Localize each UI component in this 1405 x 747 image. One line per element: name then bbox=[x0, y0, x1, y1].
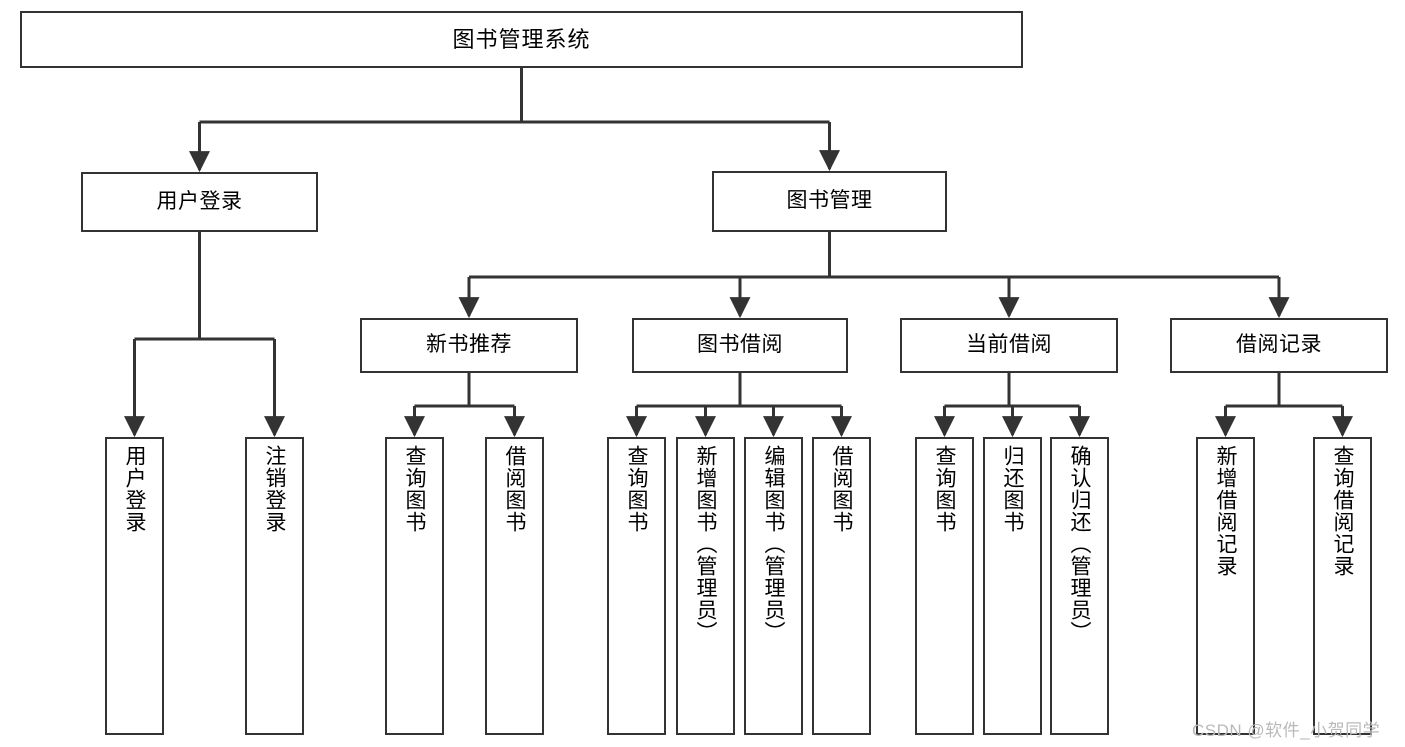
node-label-borrow_record: 借阅记录 bbox=[1236, 333, 1322, 357]
node-label-leaf_q_book_2: 查询图书 bbox=[625, 445, 648, 533]
node-leaf_edit_book[interactable]: 编辑图书（管理员） bbox=[744, 437, 803, 735]
node-leaf_add_book[interactable]: 新增图书（管理员） bbox=[676, 437, 735, 735]
node-leaf_q_book_3[interactable]: 查询图书 bbox=[915, 437, 974, 735]
node-borrow_record[interactable]: 借阅记录 bbox=[1170, 318, 1388, 373]
node-label-root: 图书管理系统 bbox=[452, 26, 591, 52]
node-leaf_confirm[interactable]: 确认归还（管理员） bbox=[1050, 437, 1109, 735]
node-leaf_user_login[interactable]: 用户登录 bbox=[105, 437, 164, 735]
node-label-leaf_borrow_2: 借阅图书 bbox=[830, 445, 853, 533]
node-label-user_login: 用户登录 bbox=[156, 189, 243, 213]
node-leaf_logout[interactable]: 注销登录 bbox=[245, 437, 304, 735]
node-leaf_return[interactable]: 归还图书 bbox=[983, 437, 1042, 735]
node-leaf_q_book_2[interactable]: 查询图书 bbox=[607, 437, 666, 735]
node-label-leaf_user_login: 用户登录 bbox=[123, 445, 146, 533]
node-label-leaf_logout: 注销登录 bbox=[263, 445, 286, 533]
node-label-leaf_edit_book: 编辑图书（管理员） bbox=[762, 445, 785, 643]
node-label-leaf_return: 归还图书 bbox=[1001, 445, 1024, 533]
node-new_book_rec[interactable]: 新书推荐 bbox=[360, 318, 578, 373]
node-label-leaf_q_book_3: 查询图书 bbox=[933, 445, 956, 533]
node-root[interactable]: 图书管理系统 bbox=[20, 11, 1023, 68]
node-leaf_q_book_1[interactable]: 查询图书 bbox=[385, 437, 444, 735]
node-label-leaf_add_book: 新增图书（管理员） bbox=[694, 445, 717, 643]
node-label-leaf_confirm: 确认归还（管理员） bbox=[1068, 445, 1091, 643]
node-label-leaf_add_rec: 新增借阅记录 bbox=[1214, 445, 1237, 577]
node-book_borrow[interactable]: 图书借阅 bbox=[632, 318, 848, 373]
node-user_login[interactable]: 用户登录 bbox=[81, 172, 318, 232]
csdn-watermark: CSDN @软件_小贺同学 bbox=[1192, 721, 1381, 740]
node-label-leaf_q_book_1: 查询图书 bbox=[403, 445, 426, 533]
node-leaf_borrow_2[interactable]: 借阅图书 bbox=[812, 437, 871, 735]
node-label-leaf_borrow_1: 借阅图书 bbox=[503, 445, 526, 533]
node-label-new_book_rec: 新书推荐 bbox=[426, 333, 512, 357]
node-current_borrow[interactable]: 当前借阅 bbox=[900, 318, 1118, 373]
node-label-leaf_q_rec: 查询借阅记录 bbox=[1331, 445, 1354, 577]
node-book_manage[interactable]: 图书管理 bbox=[712, 171, 947, 232]
node-leaf_borrow_1[interactable]: 借阅图书 bbox=[485, 437, 544, 735]
node-label-book_manage: 图书管理 bbox=[786, 189, 873, 213]
node-label-book_borrow: 图书借阅 bbox=[697, 333, 783, 357]
node-label-current_borrow: 当前借阅 bbox=[966, 333, 1052, 357]
node-leaf_q_rec[interactable]: 查询借阅记录 bbox=[1313, 437, 1372, 735]
node-leaf_add_rec[interactable]: 新增借阅记录 bbox=[1196, 437, 1255, 735]
